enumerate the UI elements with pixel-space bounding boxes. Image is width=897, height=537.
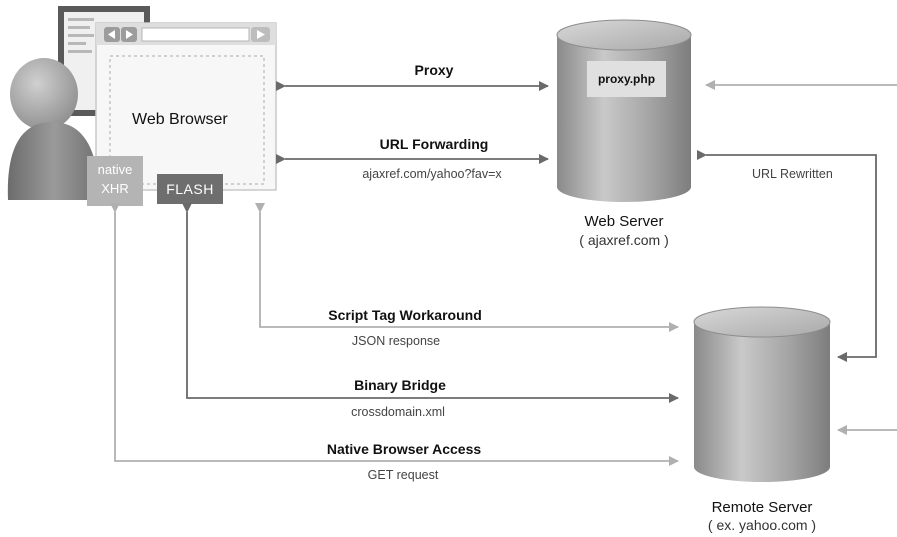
remote-server-name: Remote Server (711, 499, 813, 516)
flash-box (157, 174, 223, 204)
proxy-label: Proxy (414, 62, 454, 78)
web-server-domain: ( ajaxref.com ) (579, 232, 669, 248)
person-head (10, 58, 78, 130)
url-forwarding-sub: ajaxref.com/yahoo?fav=x (362, 167, 502, 181)
remote-server-domain: ( ex. yahoo.com ) (707, 517, 817, 533)
url-rewritten-arrow (697, 150, 877, 362)
native-xhr-box (87, 156, 143, 206)
script-tag-sub: JSON response (351, 334, 441, 348)
proxy-php-label: proxy.php (597, 72, 656, 86)
native-access-arrow (110, 203, 679, 466)
person-body (7, 122, 100, 200)
script-tag-label: Script Tag Workaround (328, 307, 482, 323)
native-label: native (97, 162, 133, 177)
flash-label: FLASH (166, 181, 214, 197)
native-access-sub: GET request (367, 468, 439, 482)
native-xhr-label: native XHR (87, 160, 143, 198)
browser-viewport (109, 55, 265, 185)
browser-title: Web Browser (132, 111, 228, 128)
xhr-label: XHR (101, 181, 129, 196)
remote-server-cylinder (693, 306, 831, 482)
native-access-label: Native Browser Access (326, 441, 482, 457)
binary-bridge-label: Binary Bridge (354, 377, 446, 393)
proxy-php-box (587, 61, 666, 97)
web-server-cylinder (556, 19, 692, 202)
web-server-name: Web Server (584, 213, 664, 230)
url-rewritten-label: URL Rewritten (752, 167, 833, 181)
address-bar (141, 27, 250, 42)
binary-bridge-sub: crossdomain.xml (351, 405, 445, 419)
url-forwarding-label: URL Forwarding (379, 136, 489, 152)
